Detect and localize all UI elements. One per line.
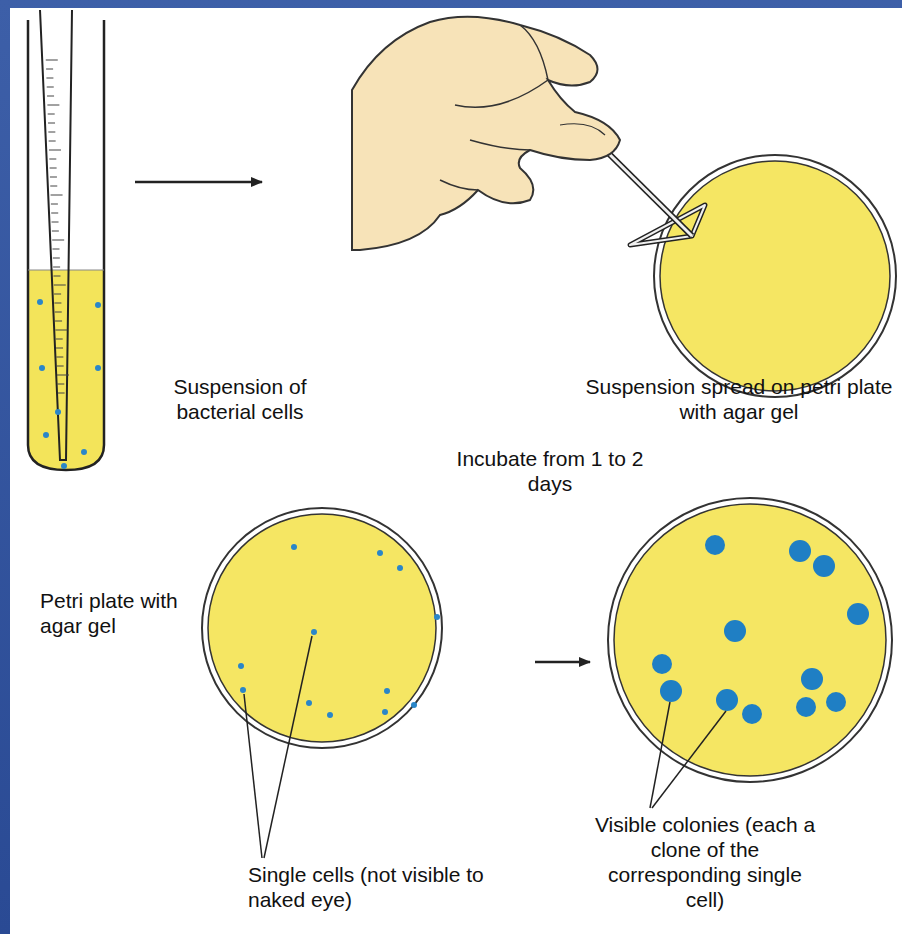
hand-with-spreader [352,17,705,250]
test-tube [28,10,104,470]
flow-arrow [135,181,262,184]
callout-label: Single cells (not visible to naked eye) [248,862,518,912]
plate-caption: Petri plate with agar gel [40,588,190,638]
step-caption: Incubate from 1 to 2 days [440,446,660,496]
flow-arrow [535,661,590,664]
tube-caption: Suspension of bacterial cells [140,374,340,424]
petri-plate [608,498,892,782]
petri-plate [202,508,442,748]
callout-label: Visible colonies (each a clone of the co… [590,812,820,912]
plate-caption: Suspension spread on petri plate with ag… [580,374,898,424]
petri-plate [654,155,896,397]
